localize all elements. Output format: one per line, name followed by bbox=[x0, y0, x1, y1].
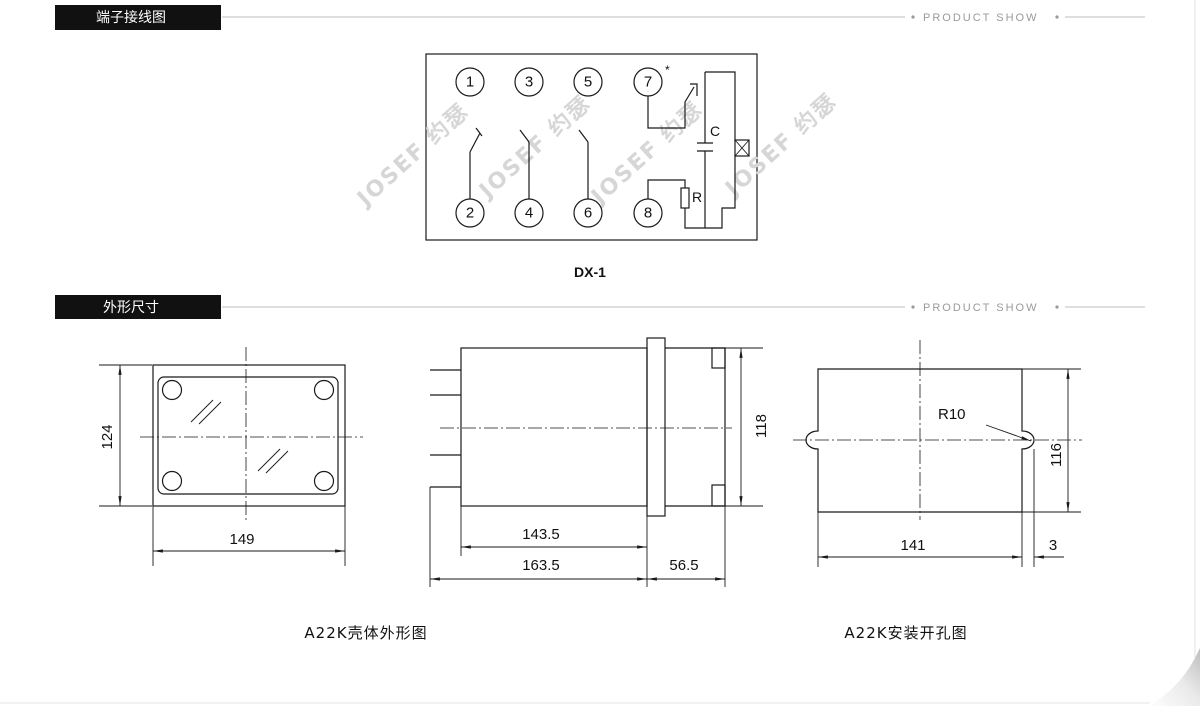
circuit-bus bbox=[684, 71, 736, 229]
header-bar bbox=[55, 5, 221, 30]
capacitor-symbol bbox=[697, 142, 713, 152]
terminal-label: 2 bbox=[466, 205, 474, 222]
terminal-4: 4 bbox=[514, 198, 544, 228]
cover-tab bbox=[711, 484, 726, 507]
terminal-5: 5 bbox=[573, 67, 603, 97]
front-view-drawing: 124 149 bbox=[99, 347, 363, 566]
cover-tab bbox=[711, 347, 726, 369]
extension-lines bbox=[99, 364, 152, 507]
side-view-drawing: 118 143.5 163.5 56.5 bbox=[429, 337, 770, 587]
terminal-label: 7 bbox=[644, 74, 652, 91]
terminal-label: 1 bbox=[466, 74, 474, 91]
extension-lines bbox=[152, 506, 346, 566]
dimension-cover-length: 56.5 bbox=[669, 557, 698, 574]
corner-screw bbox=[161, 470, 183, 492]
section-tagline: PRODUCT SHOW bbox=[923, 12, 1038, 24]
capacitor-label: C bbox=[710, 123, 720, 139]
dimension-width: 149 bbox=[229, 531, 254, 548]
extension-lines bbox=[817, 449, 1035, 567]
section-header-wiring: 端子接线图 PRODUCT SHOW bbox=[55, 5, 1145, 30]
resistor-symbol bbox=[680, 187, 690, 209]
bullet-dot bbox=[1055, 15, 1059, 19]
dimension-total-length: 163.5 bbox=[522, 557, 560, 574]
glass-hatch bbox=[257, 448, 289, 474]
terminal-7: 7 bbox=[633, 67, 663, 97]
terminal-3: 3 bbox=[514, 67, 544, 97]
page-curl bbox=[1148, 648, 1200, 706]
watermark: JOSEF 约瑟 bbox=[351, 98, 474, 213]
header-bar bbox=[55, 295, 221, 319]
bullet-dot bbox=[911, 305, 915, 309]
contact-3-4 bbox=[519, 129, 530, 199]
terminal-1: 1 bbox=[455, 67, 485, 97]
mounting-flange bbox=[646, 337, 666, 517]
terminal-8: 8 bbox=[633, 198, 663, 228]
front-cover bbox=[665, 347, 726, 507]
dimension-body-length: 143.5 bbox=[522, 526, 560, 543]
window-outline bbox=[157, 376, 339, 495]
glass-hatch bbox=[190, 399, 222, 425]
section-tagline: PRODUCT SHOW bbox=[923, 302, 1038, 314]
radius-label: R10 bbox=[938, 406, 966, 423]
contact-1-2 bbox=[469, 127, 483, 199]
terminal-label: 3 bbox=[525, 74, 533, 91]
terminal-label: 6 bbox=[584, 205, 592, 222]
terminal-2: 2 bbox=[455, 198, 485, 228]
terminal-6: 6 bbox=[573, 198, 603, 228]
caption-housing: A22K壳体外形图 bbox=[304, 624, 427, 642]
dimension-height: 116 bbox=[1048, 443, 1065, 467]
corner-screw bbox=[313, 379, 335, 401]
housing-outline bbox=[152, 364, 346, 507]
radius-leader bbox=[985, 424, 1032, 442]
watermark: JOSEF 约瑟 bbox=[719, 88, 842, 203]
diagram-frame bbox=[425, 53, 758, 241]
section-header-outline: 外形尺寸 PRODUCT SHOW bbox=[55, 295, 1145, 319]
section-title: 端子接线图 bbox=[96, 9, 166, 26]
terminal-label: 8 bbox=[644, 205, 652, 222]
caption-cutout: A22K安装开孔图 bbox=[844, 624, 967, 642]
relay-coil-symbol bbox=[705, 139, 750, 229]
terminal-8-lead bbox=[647, 179, 686, 199]
dimension-height: 118 bbox=[753, 414, 770, 438]
watermark: JOSEF 约瑟 bbox=[585, 96, 708, 211]
section-title: 外形尺寸 bbox=[103, 300, 159, 316]
extension-lines bbox=[429, 487, 726, 587]
wiring-diagram: JOSEF 约瑟 JOSEF 约瑟 JOSEF 约瑟 JOSEF 约瑟 1 2 … bbox=[351, 53, 842, 241]
watermark: JOSEF 约瑟 bbox=[473, 90, 596, 205]
terminal-pins bbox=[430, 369, 461, 488]
terminal-label: 4 bbox=[525, 205, 533, 222]
model-label: DX-1 bbox=[574, 264, 606, 280]
contact-7 bbox=[647, 83, 698, 129]
bullet-dot bbox=[911, 15, 915, 19]
watermark-group: JOSEF 约瑟 JOSEF 约瑟 JOSEF 约瑟 JOSEF 约瑟 bbox=[351, 88, 842, 213]
contact-5-6 bbox=[578, 129, 589, 199]
extension-lines bbox=[1022, 368, 1081, 513]
dimension-width: 141 bbox=[900, 537, 925, 554]
corner-screw bbox=[161, 379, 183, 401]
cutout-drawing: R10 116 141 3 bbox=[793, 340, 1082, 567]
terminal-marker: * bbox=[665, 63, 670, 77]
housing-body bbox=[460, 347, 648, 507]
bullet-dot bbox=[1055, 305, 1059, 309]
dimension-height: 124 bbox=[99, 424, 116, 449]
dimension-lobe: 3 bbox=[1049, 537, 1057, 554]
terminal-label: 5 bbox=[584, 74, 592, 91]
corner-screw bbox=[313, 470, 335, 492]
extension-lines bbox=[725, 347, 763, 507]
resistor-label: R bbox=[692, 189, 702, 205]
